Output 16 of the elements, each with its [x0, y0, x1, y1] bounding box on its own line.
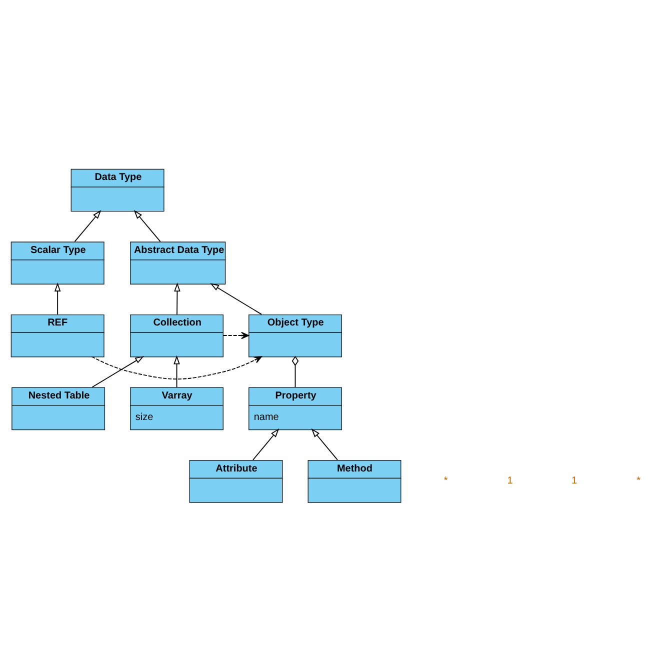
arrow	[210, 282, 262, 314]
connector	[292, 355, 299, 388]
label: *	[636, 475, 640, 486]
arrow	[134, 210, 161, 242]
label: *	[444, 475, 448, 486]
arrow	[174, 282, 180, 314]
arrow	[222, 331, 250, 339]
arrow	[252, 428, 280, 460]
arrow	[74, 210, 102, 242]
arrow	[311, 428, 338, 460]
arrow	[174, 354, 180, 388]
arrow	[54, 282, 61, 314]
arrow	[92, 355, 144, 388]
label: 1	[507, 475, 513, 486]
arrow	[91, 356, 262, 379]
label: 1	[572, 475, 578, 486]
